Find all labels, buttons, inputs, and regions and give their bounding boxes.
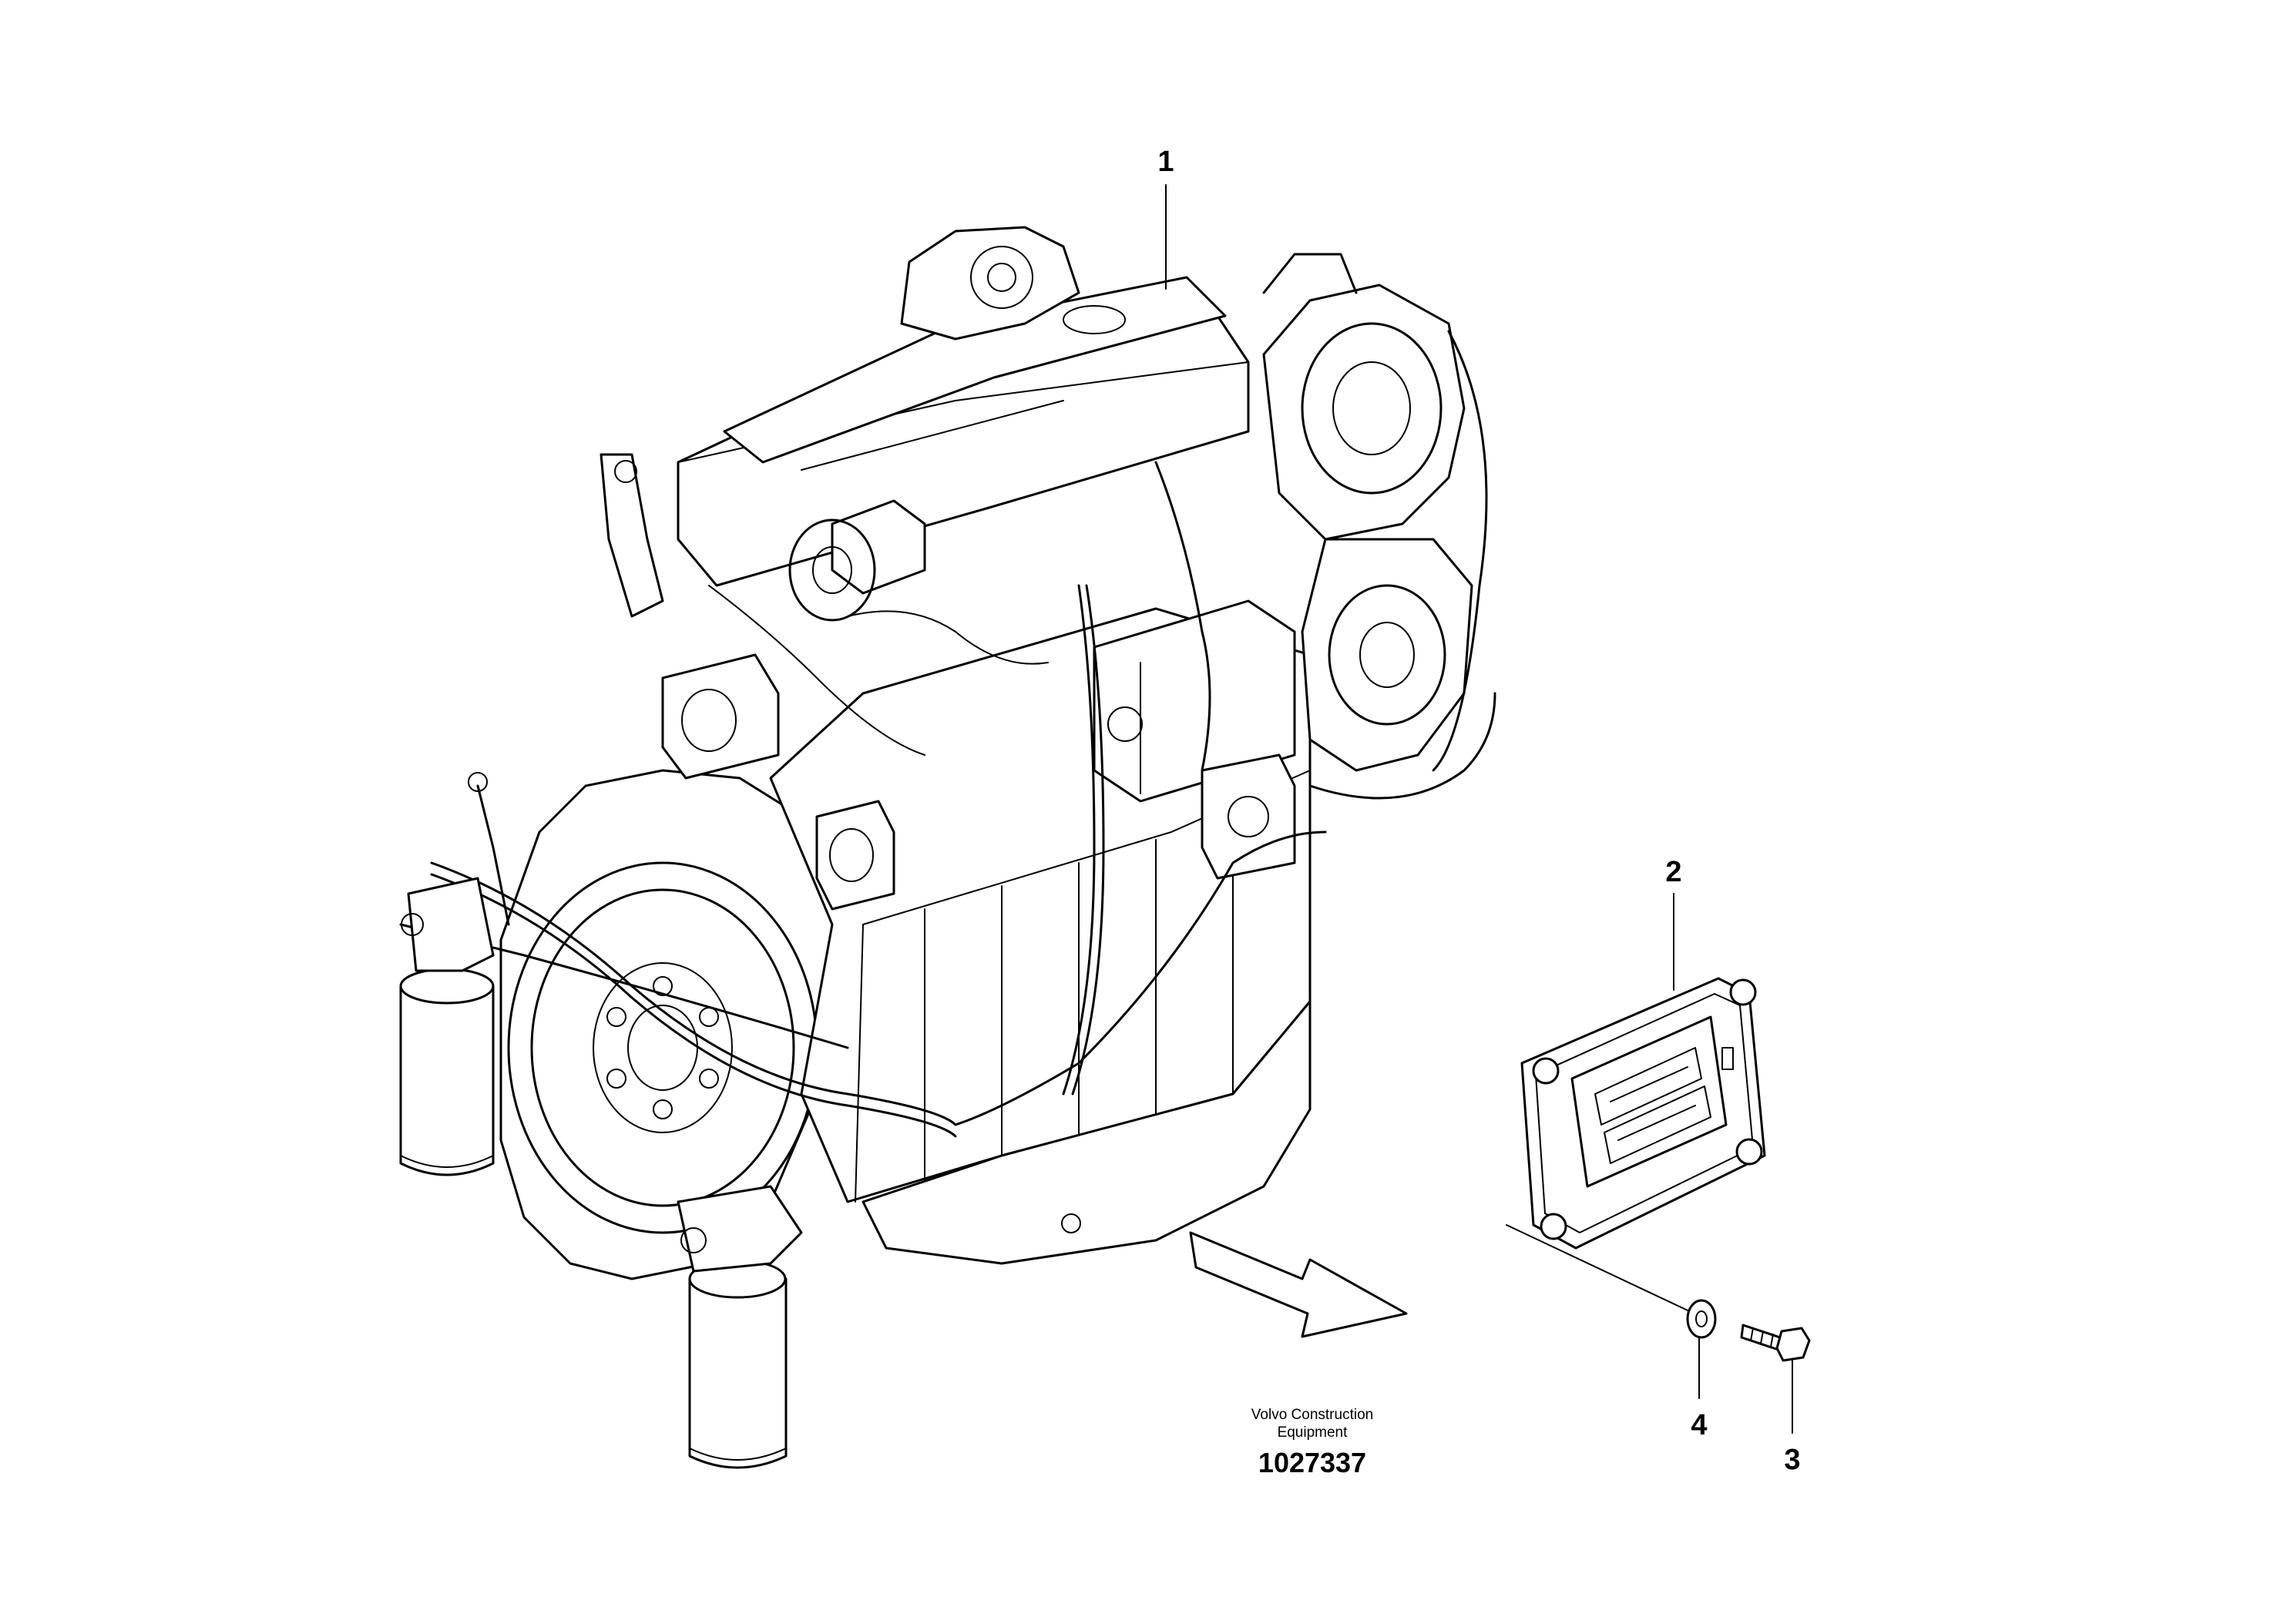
drawing-number: 1027337 — [1258, 1447, 1367, 1478]
screw-drawing — [1740, 1324, 1811, 1362]
callout-3: 3 — [1784, 1444, 1801, 1476]
control-unit-drawing — [1520, 977, 1766, 1250]
publisher-credit: Volvo Construction Equipment — [1251, 1406, 1373, 1441]
callout-2: 2 — [1665, 856, 1682, 888]
washer-drawing — [1686, 1299, 1717, 1339]
callout-4: 4 — [1691, 1409, 1708, 1441]
direction-arrow — [1189, 1231, 1408, 1338]
callout-1: 1 — [1157, 146, 1174, 178]
publisher-credit-line2: Equipment — [1277, 1424, 1348, 1441]
publisher-credit-line1: Volvo Construction — [1251, 1407, 1374, 1423]
engine-assembly — [399, 226, 1496, 1469]
